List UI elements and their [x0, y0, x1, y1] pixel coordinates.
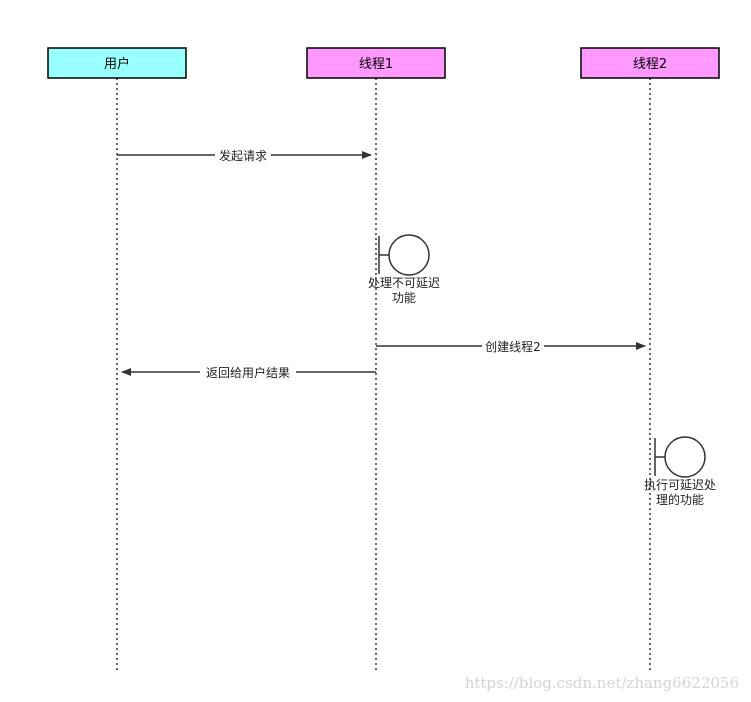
- boundary-icon: [388, 234, 430, 276]
- participant-box-icon: [580, 47, 720, 79]
- boundary-label-line2: 理的功能: [656, 492, 704, 507]
- participant-box-icon: [47, 47, 187, 79]
- boundary-label-line1: 处理不可延迟: [368, 276, 440, 290]
- actor-thread2[interactable]: 线程2: [580, 47, 720, 79]
- message-return-result[interactable]: 返回给用户结果: [121, 364, 376, 380]
- message-label-bg: [200, 364, 296, 380]
- message-label-bg: [482, 338, 544, 354]
- message-create-thread2[interactable]: 创建线程2: [376, 338, 646, 354]
- watermark-text: https://blog.csdn.net/zhang6622056: [465, 674, 739, 692]
- actor-user[interactable]: 用户: [47, 47, 187, 79]
- boundary-thread2: 执行可延迟处 理的功能: [644, 436, 716, 507]
- message-label-bg: [215, 147, 271, 163]
- message-send-request[interactable]: 发起请求: [117, 147, 372, 163]
- message-label: 创建线程2: [485, 339, 541, 354]
- actor-thread1[interactable]: 线程1: [306, 47, 446, 79]
- boundary-thread1: 处理不可延迟 功能: [368, 234, 440, 305]
- actor-label-thread2: 线程2: [633, 57, 667, 72]
- boundary-icon: [664, 436, 706, 478]
- participant-box-icon: [306, 47, 446, 79]
- message-label: 返回给用户结果: [206, 365, 290, 380]
- actor-label-user: 用户: [104, 56, 130, 72]
- message-label: 发起请求: [219, 148, 267, 163]
- boundary-label-line1: 执行可延迟处: [644, 478, 716, 492]
- actor-label-thread1: 线程1: [359, 57, 393, 72]
- boundary-label-line2: 功能: [392, 291, 416, 305]
